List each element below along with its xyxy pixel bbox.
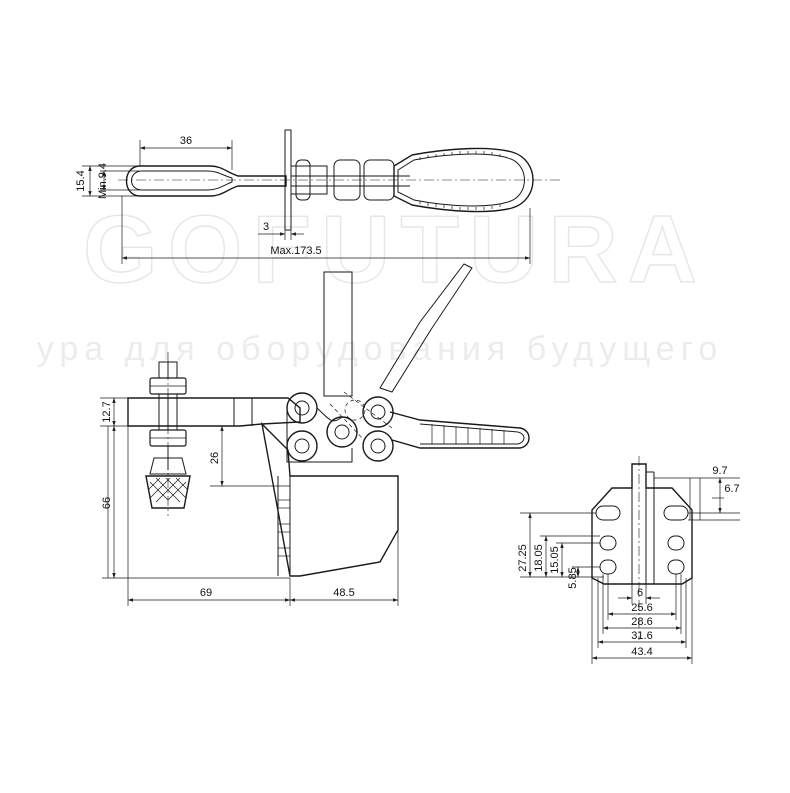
dim-25-6: 25.6 — [631, 602, 652, 614]
dim-5-85: 5.85 — [567, 567, 579, 588]
dim-28-6: 28.6 — [631, 616, 652, 628]
dim-66: 66 — [101, 497, 113, 509]
watermark-brand: GOFUTURA — [83, 196, 707, 303]
side-view: 12.7 26 66 69 48.5 — [100, 263, 530, 606]
dim-3: 3 — [263, 221, 269, 233]
dim-43-4: 43.4 — [631, 646, 652, 658]
dim-48-5: 48.5 — [333, 587, 354, 599]
dim-69: 69 — [200, 587, 212, 599]
top-view: 36 15.4 Min.9.4 3 Max.173.5 — [75, 129, 560, 264]
dim-6: 6 — [637, 587, 643, 599]
watermark: GOFUTURA ура для оборудования будущего — [37, 195, 724, 368]
watermark-tagline: ура для оборудования будущего — [37, 330, 724, 368]
dim-27-25: 27.25 — [517, 544, 529, 572]
dim-max-173-5: Max.173.5 — [270, 245, 321, 257]
dim-9-7: 9.7 — [712, 465, 727, 477]
dim-15-4: 15.4 — [75, 170, 87, 191]
dim-6-7: 6.7 — [724, 483, 739, 495]
end-view: 27.25 18.05 15.05 5.85 9.7 6.7 6 25.6 — [517, 456, 740, 664]
dim-18-05: 18.05 — [533, 544, 545, 572]
dim-31-6: 31.6 — [631, 630, 652, 642]
dim-12-7: 12.7 — [101, 401, 113, 422]
dim-26: 26 — [209, 452, 221, 464]
dim-min-9-4: Min.9.4 — [97, 163, 109, 199]
dim-36: 36 — [180, 135, 192, 147]
dim-15-05: 15.05 — [549, 546, 561, 574]
